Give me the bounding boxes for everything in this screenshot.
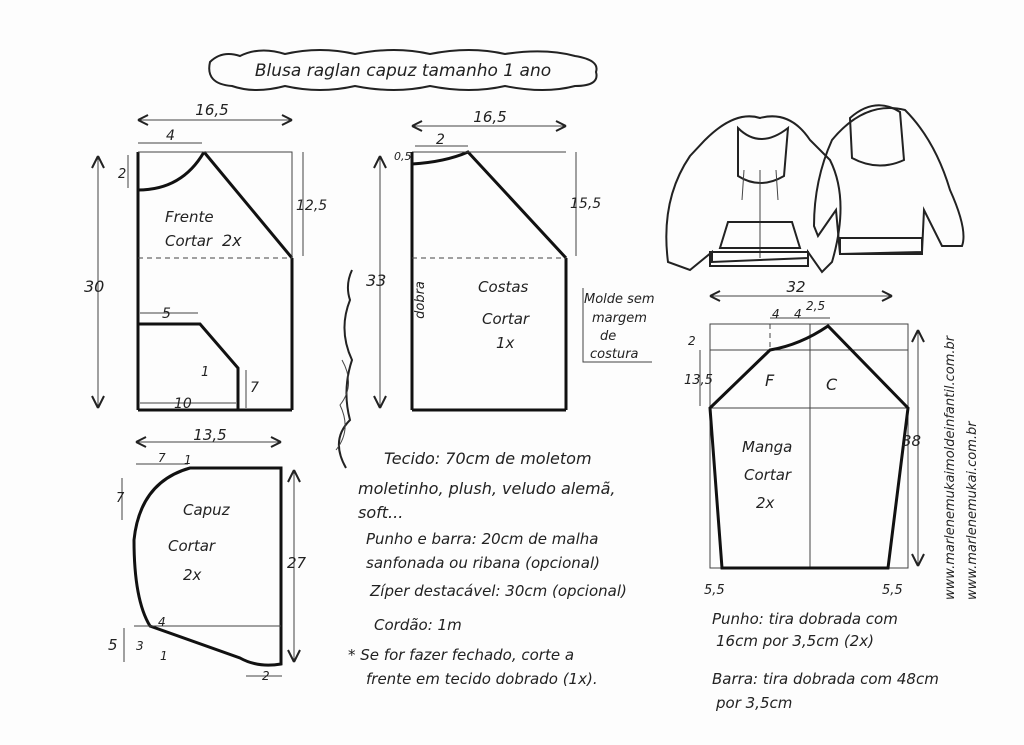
hood-bottom-left: 5 — [108, 636, 118, 654]
note-line-5: sanfonada ou ribana (opcional) — [366, 554, 600, 572]
front-neck: 4 — [166, 128, 175, 144]
seam-note-line4: costura — [590, 347, 639, 362]
hood-width: 13,5 — [193, 426, 226, 444]
hood-top-b: 1 — [184, 453, 192, 467]
site-url-1: www.marlenemukaimoldeinfantil.com.br — [943, 334, 958, 600]
front-cut: Cortar — [165, 232, 213, 250]
cuff-note-line1: Punho: tira dobrada com — [712, 610, 898, 628]
fabric-notes: Tecido: 70cm de moletom moletinho, plush… — [348, 449, 627, 688]
sleeve-front-mark: F — [765, 371, 775, 390]
sleeve-raglan: 13,5 — [684, 373, 713, 388]
back-qty: 1x — [496, 334, 515, 352]
sleeve-label: Manga — [742, 438, 792, 456]
hood-small-d: 2 — [262, 669, 270, 683]
front-side-top: 12,5 — [296, 198, 327, 214]
note-line-4: Punho e barra: 20cm de malha — [366, 530, 598, 548]
seam-note-line2: margem — [592, 311, 647, 326]
pocket-bottom: 10 — [174, 396, 192, 412]
back-piece: 16,5 2 0,5 15,5 33 dobra Costas Cortar 1… — [366, 108, 601, 412]
back-side-top: 15,5 — [570, 196, 601, 212]
hoodie-back-sketch — [812, 104, 965, 256]
hood-small-b: 3 — [136, 639, 144, 653]
sleeve-back-mark: C — [826, 375, 838, 394]
sleeve-drop: 2 — [688, 334, 696, 348]
note-line-8: * Se for fazer fechado, corte a — [348, 646, 574, 664]
front-width: 16,5 — [195, 101, 228, 119]
signature-mark — [335, 269, 354, 469]
sleeve-cuff-right: 5,5 — [882, 583, 903, 598]
sleeve-top-c: 2,5 — [806, 299, 825, 313]
page-title: Blusa raglan capuz tamanho 1 ano — [255, 61, 551, 81]
back-neck-drop: 0,5 — [394, 150, 412, 163]
front-label: Frente — [165, 208, 214, 226]
hood-label: Capuz — [183, 501, 231, 519]
note-line-2: moletinho, plush, veludo alemã, — [358, 479, 616, 498]
back-height: 33 — [366, 271, 386, 290]
hem-note: Barra: tira dobrada com 48cm por 3,5cm — [712, 670, 939, 712]
sleeve-cut: Cortar — [744, 466, 792, 484]
cuff-note: Punho: tira dobrada com 16cm por 3,5cm (… — [712, 610, 898, 650]
sleeve-cuff-left: 5,5 — [704, 583, 725, 598]
hood-cut: Cortar — [168, 537, 216, 555]
sleeve-top-a: 4 — [772, 307, 780, 321]
sleeve-height: 38 — [902, 432, 921, 450]
note-line-1: Tecido: 70cm de moletom — [384, 449, 592, 468]
front-piece: 16,5 4 5 10 1 7 2 12,5 30 Frente Cortar … — [84, 101, 327, 412]
seam-note: Molde sem margem de costura — [582, 288, 655, 363]
hem-note-line2: por 3,5cm — [715, 694, 792, 712]
back-neck: 2 — [436, 132, 445, 148]
hood-piece: 13,5 7 1 7 27 5 4 3 1 2 Capuz Cortar 2x — [108, 426, 307, 683]
title-banner: Blusa raglan capuz tamanho 1 ano — [208, 49, 598, 91]
hood-curve: 7 — [116, 491, 125, 506]
back-cut: Cortar — [482, 310, 530, 328]
back-label: Costas — [478, 278, 529, 296]
hood-small-a: 4 — [158, 615, 166, 629]
pocket-diag: 1 — [201, 365, 209, 380]
cuff-note-line2: 16cm por 3,5cm (2x) — [716, 632, 874, 650]
fold-label: dobra — [413, 281, 428, 319]
note-line-3: soft... — [358, 503, 403, 522]
note-line-6: Zíper destacável: 30cm (opcional) — [369, 582, 627, 600]
front-neck-drop: 2 — [118, 167, 126, 182]
hem-note-line1: Barra: tira dobrada com 48cm — [712, 670, 939, 688]
pocket-side: 7 — [250, 380, 259, 396]
note-line-9: frente em tecido dobrado (1x). — [366, 670, 598, 688]
front-height: 30 — [84, 277, 104, 296]
hood-height: 27 — [287, 554, 307, 572]
sleeve-top-b: 4 — [794, 307, 802, 321]
sleeve-width: 32 — [786, 278, 805, 296]
note-line-7: Cordão: 1m — [374, 616, 462, 634]
pocket-top: 5 — [162, 306, 171, 322]
seam-note-line1: Molde sem — [584, 292, 655, 307]
hoodie-front-sketch — [665, 115, 842, 274]
site-url-2: www.marlenemukai.com.br — [965, 420, 980, 600]
back-width: 16,5 — [473, 108, 506, 126]
front-qty: 2x — [222, 231, 242, 250]
site-urls: www.marlenemukaimoldeinfantil.com.br www… — [943, 334, 980, 600]
hood-small-c: 1 — [160, 649, 168, 663]
sleeve-piece: 32 4 4 2,5 2 13,5 F C 38 5,5 5,5 Manga C… — [684, 278, 925, 598]
sleeve-qty: 2x — [756, 494, 775, 512]
seam-note-line3: de — [600, 329, 616, 344]
hood-qty: 2x — [183, 566, 202, 584]
hood-top-a: 7 — [158, 451, 166, 465]
